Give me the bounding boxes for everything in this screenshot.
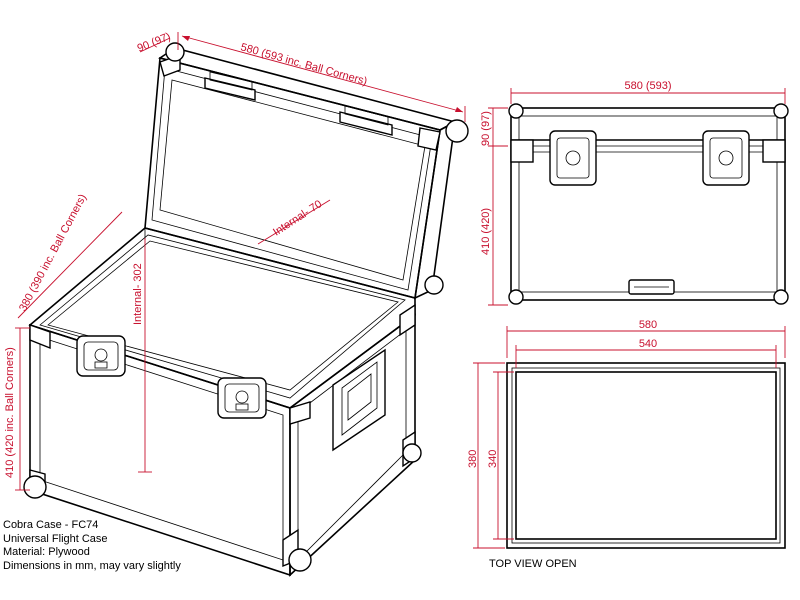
top-view-dim-inner-width: 540 <box>515 338 777 368</box>
iso-dim-internal-lid: Internal- 70 <box>257 198 331 245</box>
top-view-outer <box>506 362 786 549</box>
top-view-inner <box>515 371 777 540</box>
front-width-label: 580 (593) <box>624 80 671 92</box>
front-latch-right <box>217 377 267 419</box>
top-view-dim-inner-depth: 340 <box>487 371 514 540</box>
top-view: 580 540 380 340 TOP VIEW OPEN <box>467 319 786 570</box>
product-info: Cobra Case - FC74 Universal Flight Case … <box>3 519 181 573</box>
isometric-case-view: 580 (593 inc. Ball Corners) 90 (97) 380 … <box>4 31 469 577</box>
iso-dim-depth: 380 (390 inc. Ball Corners) <box>17 192 123 319</box>
front-view-latch-right <box>702 130 750 186</box>
front-view-dim-width: 580 (593) <box>510 80 786 104</box>
ball-corners <box>23 42 469 572</box>
product-name: Cobra Case - FC74 <box>3 519 99 531</box>
dimension-note: Dimensions in mm, may vary slightly <box>3 559 181 572</box>
iso-depth-label: 380 (390 inc. Ball Corners) <box>17 192 89 313</box>
product-material: Material: Plywood <box>3 546 90 558</box>
top-inner-depth-label: 340 <box>487 450 499 468</box>
front-lid-label: 90 (97) <box>480 111 492 146</box>
iso-dim-length: 580 (593 inc. Ball Corners) <box>177 32 466 122</box>
front-view-dim-lid: 90 (97) <box>480 107 508 147</box>
product-type: Universal Flight Case <box>3 532 108 545</box>
lid-handle-left <box>204 71 256 101</box>
front-view: 580 (593) 90 (97) 410 (420) <box>480 80 789 306</box>
front-view-latch-left <box>549 130 597 186</box>
front-view-ball-corners <box>508 103 789 305</box>
front-view-outline <box>510 107 786 301</box>
lid-handle-right <box>339 105 393 136</box>
side-handle <box>332 348 386 452</box>
top-view-dim-outer-depth: 380 <box>467 362 505 549</box>
iso-length-label: 580 (593 inc. Ball Corners) <box>239 41 368 88</box>
iso-dim-height: 410 (420 inc. Ball Corners) <box>4 327 30 491</box>
top-outer-width-label: 580 <box>639 319 657 331</box>
front-base-label: 410 (420) <box>480 208 492 255</box>
iso-dim-internal-height: Internal- 302 <box>132 238 152 473</box>
front-view-dim-base: 410 (420) <box>480 146 508 306</box>
iso-internal-height-label: Internal- 302 <box>132 263 144 325</box>
iso-height-label: 410 (420 inc. Ball Corners) <box>4 347 16 478</box>
iso-internal-lid-label: Internal- 70 <box>271 198 324 238</box>
top-inner-width-label: 540 <box>639 338 657 350</box>
front-latch-left <box>76 335 126 377</box>
top-outer-depth-label: 380 <box>467 450 479 468</box>
top-view-dim-outer-width: 580 <box>506 319 786 358</box>
base-right-face <box>289 313 416 577</box>
top-view-caption: TOP VIEW OPEN <box>489 558 577 570</box>
